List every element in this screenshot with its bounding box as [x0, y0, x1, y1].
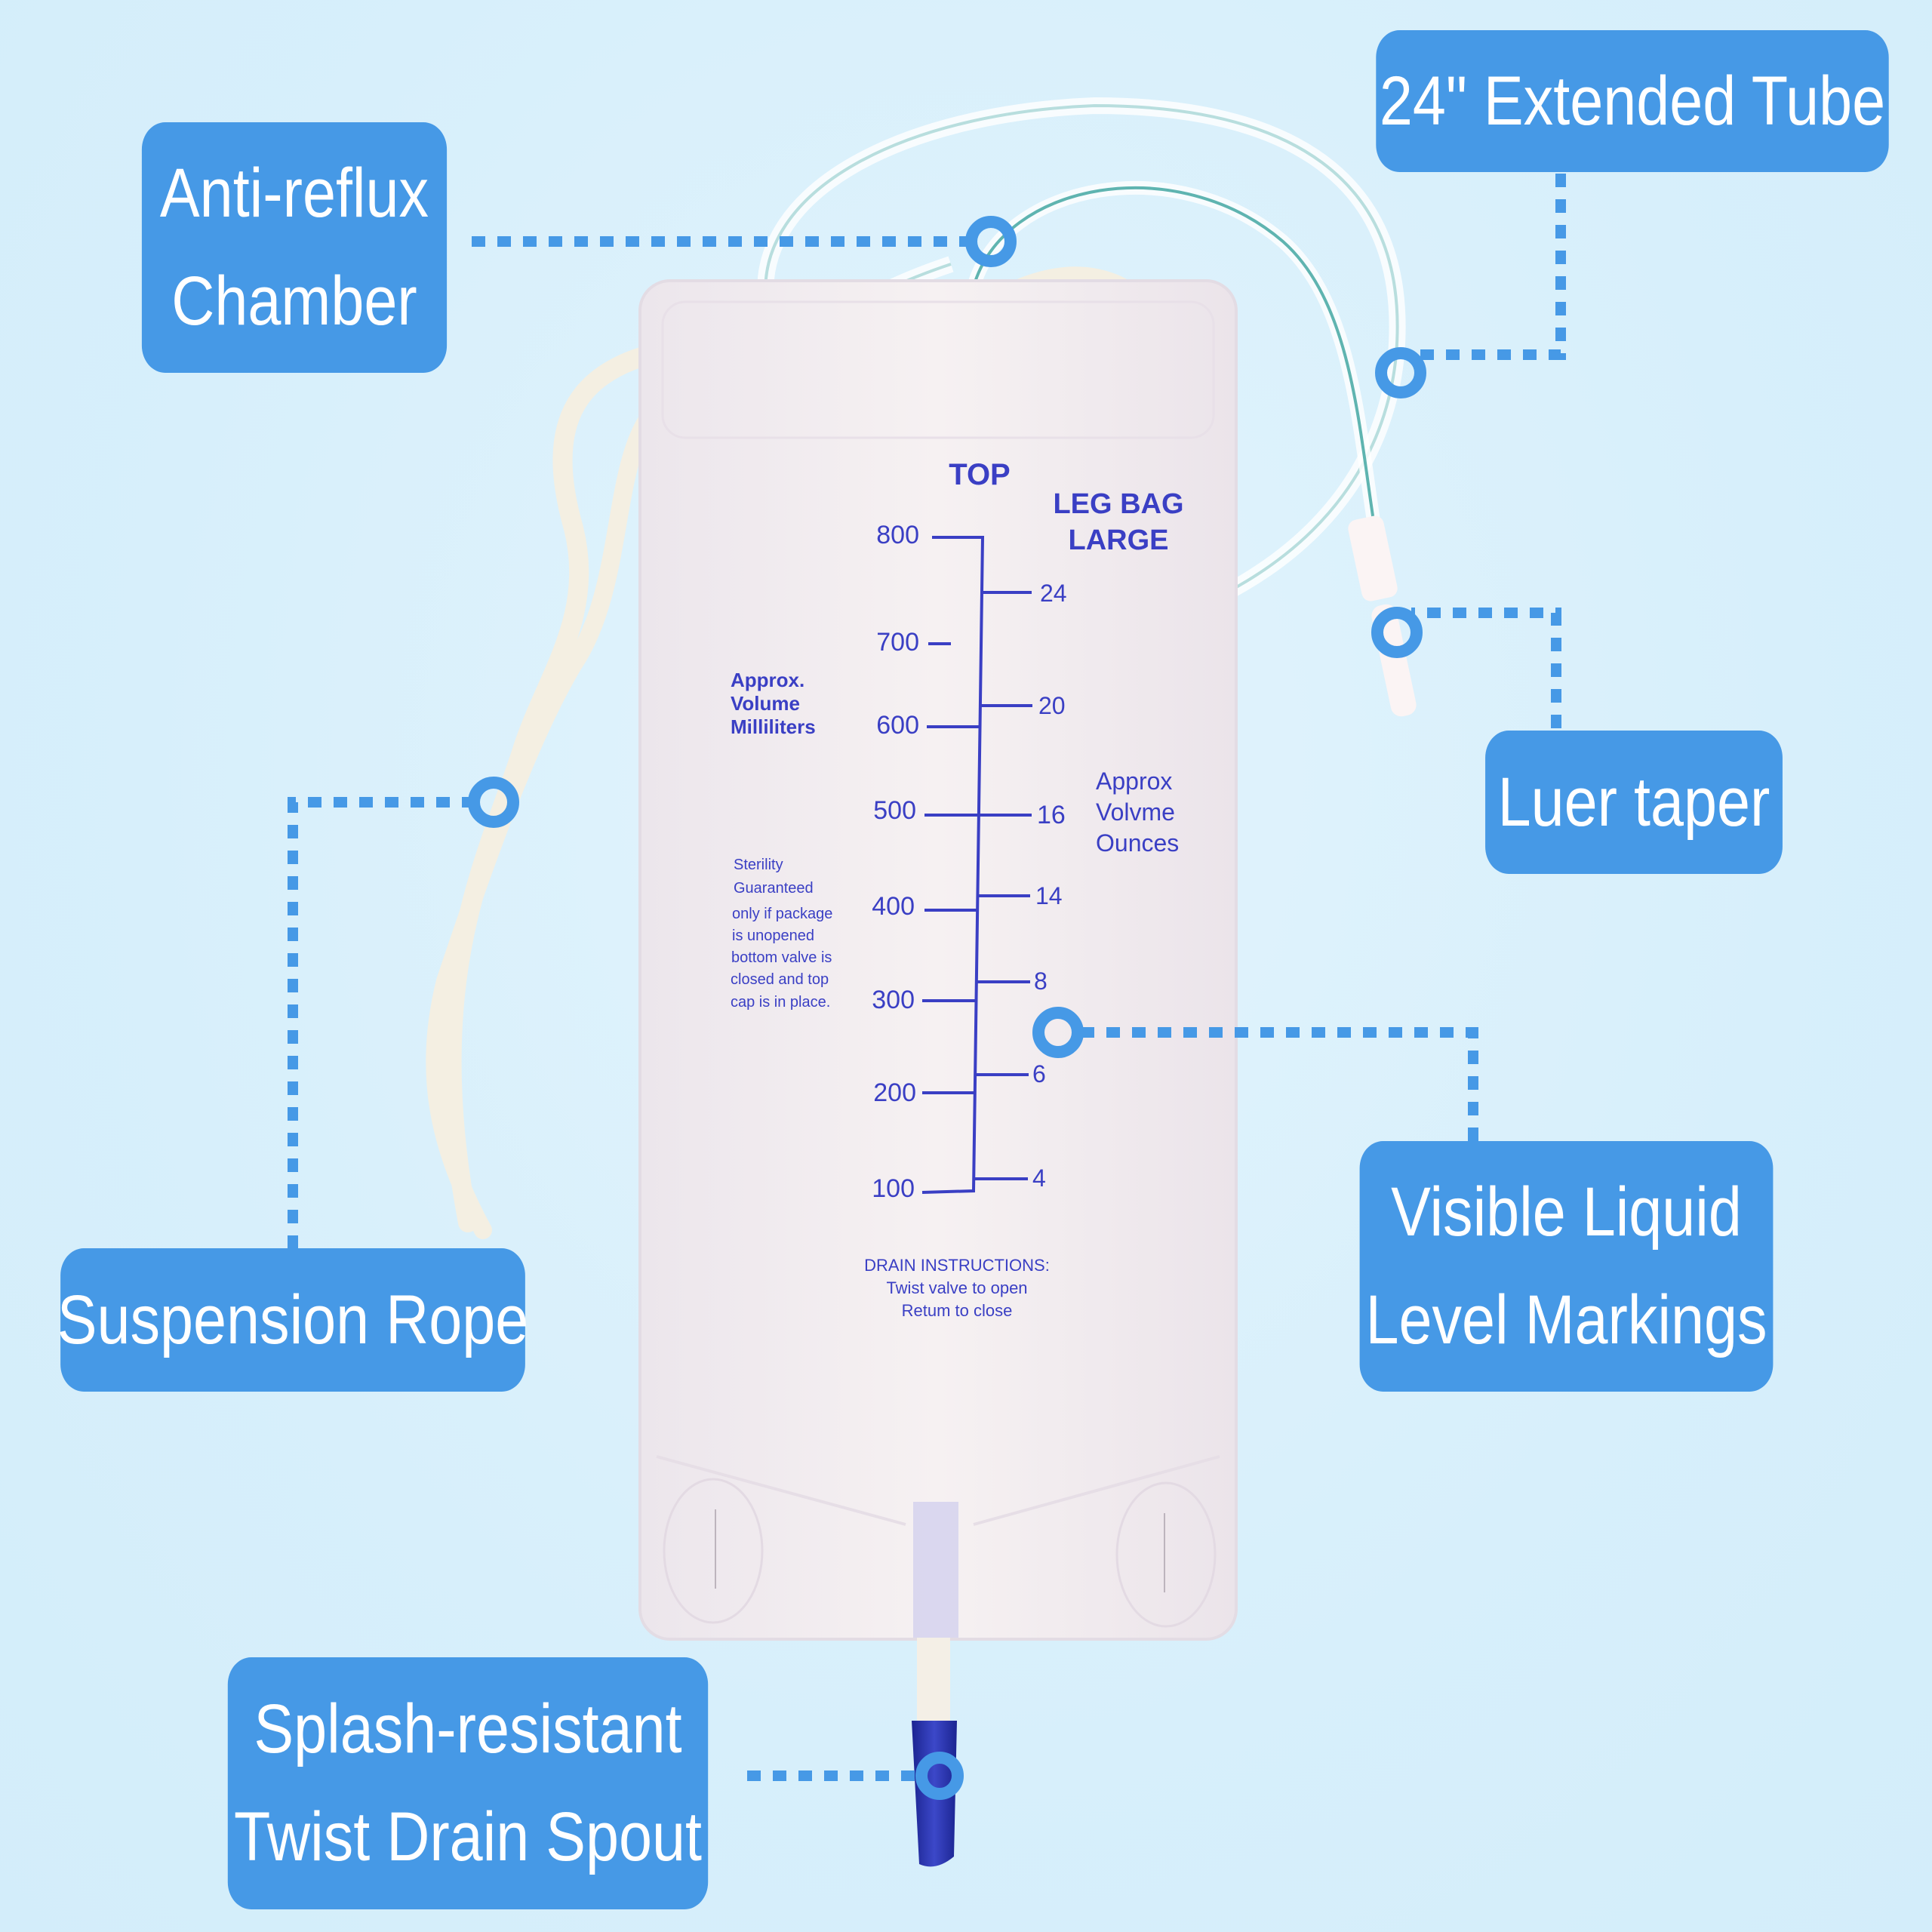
svg-text:cap is in place.: cap is in place.: [731, 994, 830, 1011]
svg-text:is unopened: is unopened: [732, 928, 814, 944]
ml-caption: Volume: [731, 692, 800, 715]
callout-text: Chamber: [171, 263, 417, 340]
oz-label: 8: [1034, 968, 1048, 995]
leg-bag: [638, 279, 1238, 1641]
oz-caption: Volvme: [1096, 798, 1175, 826]
svg-text:Guaranteed: Guaranteed: [734, 880, 814, 897]
ml-label: 400: [872, 892, 915, 921]
oz-label: 20: [1038, 692, 1066, 719]
ml-caption: Milliliters: [731, 715, 816, 738]
ml-label: 100: [872, 1174, 915, 1203]
marker-ring-icon: [915, 1752, 964, 1800]
drain-instructions: Retum to close: [902, 1301, 1013, 1320]
connector-extended-tube: [1410, 174, 1566, 360]
strap-slot-right: [1115, 1481, 1217, 1628]
svg-text:bottom valve is: bottom valve is: [731, 949, 832, 966]
svg-text:only if package: only if package: [732, 906, 832, 922]
callout-connectors: [288, 174, 1566, 1781]
callout-twist-drain-spout: Splash-resistant Twist Drain Spout: [227, 1657, 709, 1909]
marker-ring-icon: [1032, 1007, 1084, 1058]
marker-ring-icon: [468, 777, 519, 828]
drain-instructions: Twist valve to open: [886, 1278, 1027, 1297]
callout-text: Anti-reflux: [159, 155, 429, 232]
oz-label: 24: [1040, 580, 1067, 607]
drain-spout: [912, 1638, 957, 1867]
callout-text: Luer taper: [1497, 763, 1770, 841]
marker-ring-icon: [1371, 607, 1423, 658]
ml-label: 200: [873, 1078, 916, 1107]
oz-caption: Ounces: [1096, 829, 1179, 857]
oz-label: 6: [1032, 1060, 1046, 1088]
callout-suspension-rope: Suspension Rope: [57, 1248, 528, 1392]
callout-text: Level Markings: [1365, 1281, 1767, 1358]
callout-anti-reflux-chamber: Anti-reflux Chamber: [141, 122, 448, 373]
callout-text: Splash-resistant: [254, 1690, 682, 1768]
top-label: TOP: [949, 458, 1011, 491]
ml-label: 500: [873, 796, 916, 825]
strap-slot-left: [663, 1478, 764, 1624]
callout-luer-taper: Luer taper: [1485, 731, 1783, 874]
callout-text: Visible Liquid: [1391, 1174, 1742, 1251]
callout-liquid-level-markings: Visible Liquid Level Markings: [1359, 1141, 1774, 1392]
ml-label: 300: [872, 986, 915, 1014]
callout-text: 24" Extended Tube: [1379, 62, 1886, 140]
marker-ring-icon: [1375, 347, 1426, 398]
ml-label: 600: [876, 711, 919, 740]
connector-suspension-rope: [288, 797, 475, 1249]
bag-print: TOP LEG BAG LARGE 800 700 600 500 400 30…: [731, 458, 1184, 1320]
callout-text: Suspension Rope: [57, 1281, 529, 1358]
callout-extended-tube: 24" Extended Tube: [1376, 30, 1889, 172]
oz-caption: Approx: [1096, 768, 1172, 795]
sterility-note: Sterility Guaranteed only if package is …: [731, 857, 832, 1011]
callout-text: Twist Drain Spout: [233, 1798, 703, 1875]
oz-label: 14: [1035, 882, 1063, 909]
marker-ring-icon: [965, 216, 1017, 267]
drain-instructions: DRAIN INSTRUCTIONS:: [864, 1256, 1050, 1275]
ml-caption: Approx.: [731, 669, 804, 691]
oz-label: 4: [1032, 1164, 1046, 1192]
product-name-line1: LEG BAG: [1053, 488, 1183, 520]
callout-markers: [468, 216, 1426, 1800]
ml-label: 800: [876, 521, 919, 549]
product-name-line2: LARGE: [1069, 525, 1169, 556]
connector-liquid-level: [1079, 1027, 1478, 1141]
volume-scale: [921, 536, 1032, 1194]
svg-text:closed and top: closed and top: [731, 971, 829, 988]
oz-label: 16: [1037, 801, 1066, 829]
connector-luer-taper: [1411, 608, 1561, 728]
ml-label: 700: [876, 628, 919, 657]
svg-text:Sterility: Sterility: [734, 857, 783, 873]
